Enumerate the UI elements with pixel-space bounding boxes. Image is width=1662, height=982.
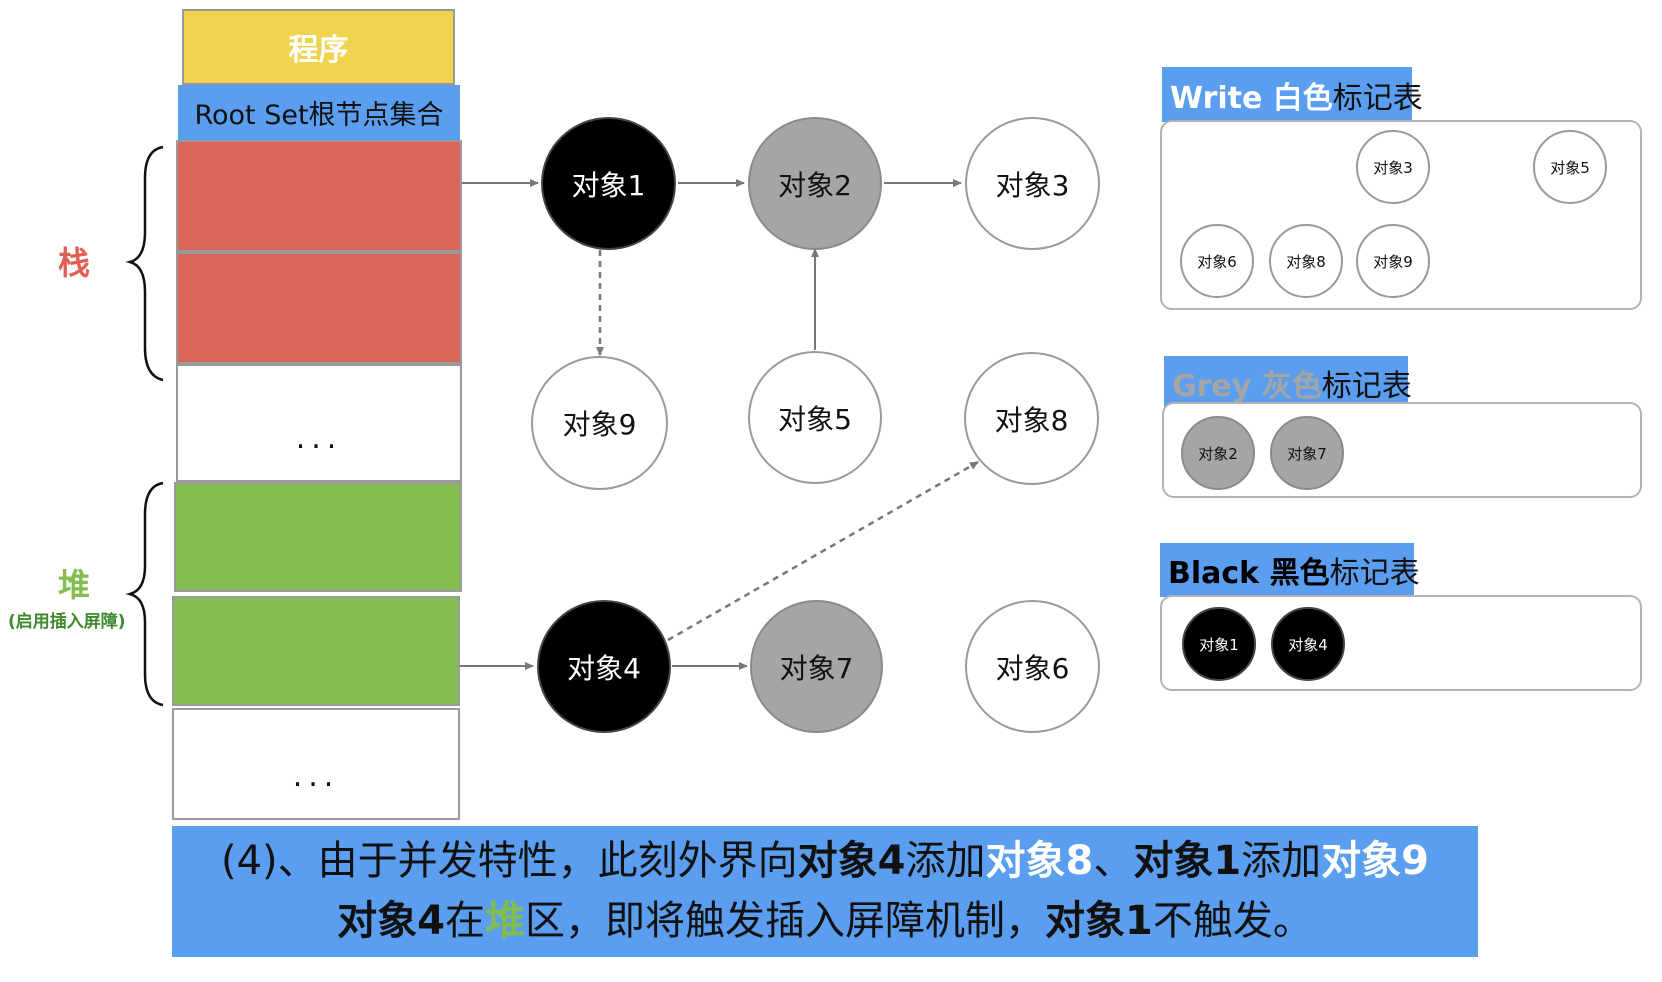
- node-obj7: 对象7: [750, 600, 883, 733]
- black-item-obj4: 对象4: [1271, 607, 1345, 681]
- stack-ellipsis-block: ...: [176, 364, 462, 482]
- stack-ellipsis: ...: [295, 421, 343, 456]
- caption-box: (4)、由于并发特性，此刻外界向对象4添加对象8、对象1添加对象9 对象4在堆区…: [172, 826, 1478, 957]
- white-item-obj6: 对象6: [1180, 224, 1254, 298]
- caption-obj4: 对象4: [337, 898, 445, 944]
- grey-item-obj7: 对象7: [1270, 416, 1344, 490]
- edge-obj4-obj8-dashed: [667, 460, 979, 642]
- node-obj4: 对象4: [537, 600, 671, 733]
- black-table-prefix: Black 黑色: [1168, 556, 1330, 591]
- program-box: 程序: [182, 9, 455, 85]
- black-table-title: Black 黑色标记表: [1160, 543, 1420, 597]
- root-set-label: Root Set根节点集合: [194, 100, 444, 131]
- heap-label: 堆: [58, 566, 91, 604]
- node-obj8: 对象8: [964, 352, 1099, 485]
- node-obj3: 对象3: [965, 117, 1100, 250]
- caption-obj4: 对象4: [797, 838, 906, 884]
- grey-table-prefix: Grey 灰色: [1172, 369, 1322, 404]
- node-obj5: 对象5: [748, 351, 882, 484]
- heap-ellipsis: ...: [292, 759, 340, 794]
- white-table-prefix: Write 白色: [1170, 80, 1333, 116]
- root-set-header: Root Set根节点集合: [178, 85, 460, 140]
- white-item-obj8: 对象8: [1269, 224, 1343, 298]
- node-obj9: 对象9: [531, 356, 668, 490]
- stack-label: 栈: [58, 244, 91, 282]
- black-table-suffix: 标记表: [1329, 556, 1420, 591]
- node-obj2: 对象2: [748, 117, 882, 250]
- caption-text: 添加: [1241, 838, 1322, 884]
- caption-text: 添加: [905, 838, 986, 884]
- black-table-panel: [1160, 595, 1642, 691]
- grey-table-title: Grey 灰色标记表: [1164, 356, 1412, 410]
- node-obj6: 对象6: [965, 600, 1100, 733]
- heap-brace: [125, 481, 164, 707]
- stack-block-2: [176, 252, 462, 364]
- stack-block-1: [176, 140, 462, 252]
- caption-obj8: 对象8: [985, 838, 1094, 884]
- grey-table-panel: [1162, 402, 1642, 498]
- caption-obj1: 对象1: [1045, 898, 1153, 944]
- white-item-obj3: 对象3: [1356, 130, 1430, 204]
- program-label: 程序: [288, 33, 349, 68]
- heap-block-2: [172, 596, 460, 706]
- white-item-obj9: 对象9: [1356, 224, 1430, 298]
- black-item-obj1: 对象1: [1182, 607, 1256, 681]
- caption-text: 在: [445, 898, 485, 944]
- caption-text: 、: [1093, 838, 1134, 884]
- node-obj1: 对象1: [541, 117, 676, 250]
- heap-block-1: [174, 482, 462, 592]
- heap-ellipsis-block: ...: [172, 708, 460, 820]
- caption-text: 区，即将触发插入屏障机制，: [525, 898, 1045, 944]
- caption-line-2: 对象4在堆区，即将触发插入屏障机制，对象1不触发。: [172, 891, 1478, 951]
- white-item-obj5: 对象5: [1533, 130, 1607, 204]
- grey-table-suffix: 标记表: [1321, 369, 1412, 404]
- grey-item-obj2: 对象2: [1181, 416, 1255, 490]
- white-table-suffix: 标记表: [1332, 80, 1423, 116]
- caption-heap: 堆: [485, 898, 525, 944]
- caption-obj1: 对象1: [1133, 838, 1242, 884]
- heap-sublabel: (启用插入屏障): [8, 612, 126, 632]
- caption-text: (4)、由于并发特性，此刻外界向: [220, 838, 798, 884]
- caption-line-1: (4)、由于并发特性，此刻外界向对象4添加对象8、对象1添加对象9: [172, 831, 1478, 891]
- white-table-title: Write 白色标记表: [1162, 67, 1423, 122]
- caption-text: 不触发。: [1152, 898, 1313, 944]
- stack-brace: [125, 145, 164, 382]
- caption-obj9: 对象9: [1321, 838, 1430, 884]
